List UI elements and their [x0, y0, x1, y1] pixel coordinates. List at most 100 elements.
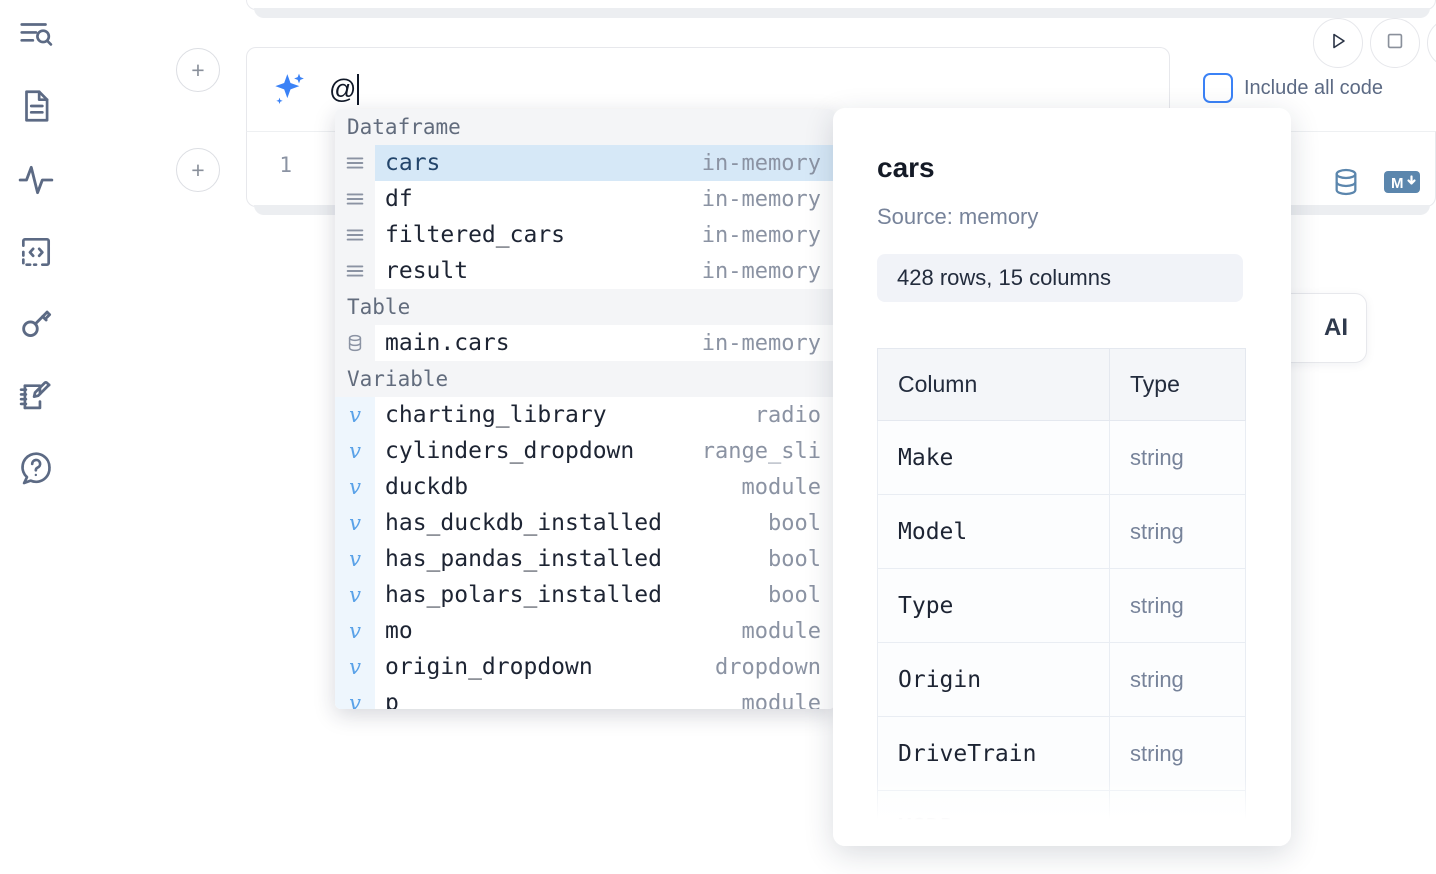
- variable-icon: v: [335, 613, 375, 649]
- autocomplete-item-name: has_polars_installed: [385, 582, 662, 608]
- autocomplete-item-name: charting_library: [385, 402, 607, 428]
- autocomplete-item[interactable]: v has_duckdb_installed bool: [335, 505, 835, 541]
- add-cell-below-button[interactable]: +: [176, 148, 220, 192]
- autocomplete-item[interactable]: df in-memory: [335, 181, 835, 217]
- variable-icon: v: [335, 469, 375, 505]
- help-chat-icon: [17, 449, 55, 487]
- autocomplete-dropdown[interactable]: Dataframe cars in-memory df in-memory filtere…: [335, 109, 835, 709]
- autocomplete-item-name: mo: [385, 618, 413, 644]
- code-brackets-icon: [17, 233, 55, 271]
- autocomplete-item-type: in-memory: [701, 186, 821, 212]
- autocomplete-section-header: Table: [335, 289, 835, 325]
- autocomplete-item[interactable]: cars in-memory: [335, 145, 835, 181]
- autocomplete-item-type: module: [741, 474, 821, 500]
- include-all-code-label: Include all code: [1244, 76, 1383, 99]
- sidebar-item-files[interactable]: [14, 84, 58, 128]
- autocomplete-item-type: in-memory: [701, 150, 821, 176]
- add-cell-above-button[interactable]: +: [176, 48, 220, 92]
- variable-icon: v: [335, 397, 375, 433]
- svg-text:M: M: [1391, 175, 1404, 192]
- sidebar-item-activity[interactable]: [14, 158, 58, 202]
- autocomplete-item-name: cars: [385, 150, 441, 176]
- sidebar-item-help[interactable]: [14, 446, 58, 490]
- include-all-code-checkbox[interactable]: [1203, 73, 1233, 103]
- with-ai-label: AI: [1324, 314, 1348, 341]
- autocomplete-item-name: df: [385, 186, 413, 212]
- autocomplete-item-type: bool: [768, 510, 821, 536]
- doc-title: cars: [877, 152, 935, 183]
- autocomplete-item-name: filtered_cars: [385, 222, 566, 248]
- doc-table-header-cell: Type: [1109, 348, 1246, 421]
- autocomplete-item-type: range_sli: [701, 438, 821, 464]
- run-button[interactable]: [1313, 18, 1363, 68]
- autocomplete-item-name: p: [385, 690, 399, 709]
- autocomplete-item-name: has_duckdb_installed: [385, 510, 662, 536]
- notebook-pencil-icon: [17, 377, 55, 415]
- plus-icon: +: [191, 156, 205, 183]
- autocomplete-item-name: result: [385, 258, 469, 284]
- doc-column-name: Model: [877, 494, 1110, 569]
- include-all-code-row[interactable]: Include all code: [1203, 73, 1383, 103]
- square-stop-icon: [1384, 30, 1406, 57]
- dataframe-lines-icon: [335, 253, 375, 289]
- doc-column-name: Origin: [877, 642, 1110, 717]
- doc-shape-badge: 428 rows, 15 columns: [877, 254, 1243, 302]
- doc-column-name: Type: [877, 568, 1110, 643]
- sidebar-rail: [0, 0, 72, 874]
- ai-prompt-input[interactable]: @: [329, 70, 360, 110]
- dataframe-lines-icon: [335, 145, 375, 181]
- stop-button[interactable]: [1370, 18, 1420, 68]
- dataframe-lines-icon: [335, 217, 375, 253]
- play-icon: [1326, 29, 1350, 58]
- cell-type-icons: M: [1330, 166, 1420, 203]
- autocomplete-section-header: Dataframe: [335, 109, 835, 145]
- line-number: 1: [279, 153, 292, 177]
- doc-column-type: string: [1109, 642, 1246, 717]
- previous-cell-shadow: [254, 8, 1430, 18]
- autocomplete-item-type: bool: [768, 582, 821, 608]
- doc-column-type: string: [1109, 420, 1246, 495]
- autocomplete-item-name: main.cars: [385, 330, 510, 356]
- variable-icon: v: [335, 577, 375, 613]
- autocomplete-item[interactable]: v has_polars_installed bool: [335, 577, 835, 613]
- variable-icon: v: [335, 433, 375, 469]
- dataframe-lines-icon: [335, 181, 375, 217]
- variable-icon: v: [335, 541, 375, 577]
- autocomplete-item-type: in-memory: [701, 330, 821, 356]
- key-icon: [17, 305, 55, 343]
- variable-icon: v: [335, 505, 375, 541]
- plus-icon: +: [191, 56, 205, 83]
- sidebar-item-explore[interactable]: [14, 12, 58, 56]
- doc-table-header-cell: Column: [877, 348, 1110, 421]
- database-icon[interactable]: [1330, 166, 1362, 203]
- markdown-icon[interactable]: M: [1384, 169, 1420, 200]
- sidebar-item-secrets[interactable]: [14, 302, 58, 346]
- autocomplete-item[interactable]: result in-memory: [335, 253, 835, 289]
- autocomplete-item-type: in-memory: [701, 258, 821, 284]
- more-actions-button[interactable]: [1427, 18, 1436, 68]
- autocomplete-item[interactable]: main.cars in-memory: [335, 325, 835, 361]
- autocomplete-item-type: bool: [768, 546, 821, 572]
- doc-column-type: string: [1109, 568, 1246, 643]
- variable-icon: v: [335, 649, 375, 685]
- sparkle-icon: [269, 70, 309, 110]
- outline-search-icon: [17, 15, 55, 53]
- sidebar-item-scratchpad[interactable]: [14, 374, 58, 418]
- autocomplete-item-type: dropdown: [715, 654, 821, 680]
- autocomplete-item-type: module: [741, 618, 821, 644]
- sidebar-item-snippets[interactable]: [14, 230, 58, 274]
